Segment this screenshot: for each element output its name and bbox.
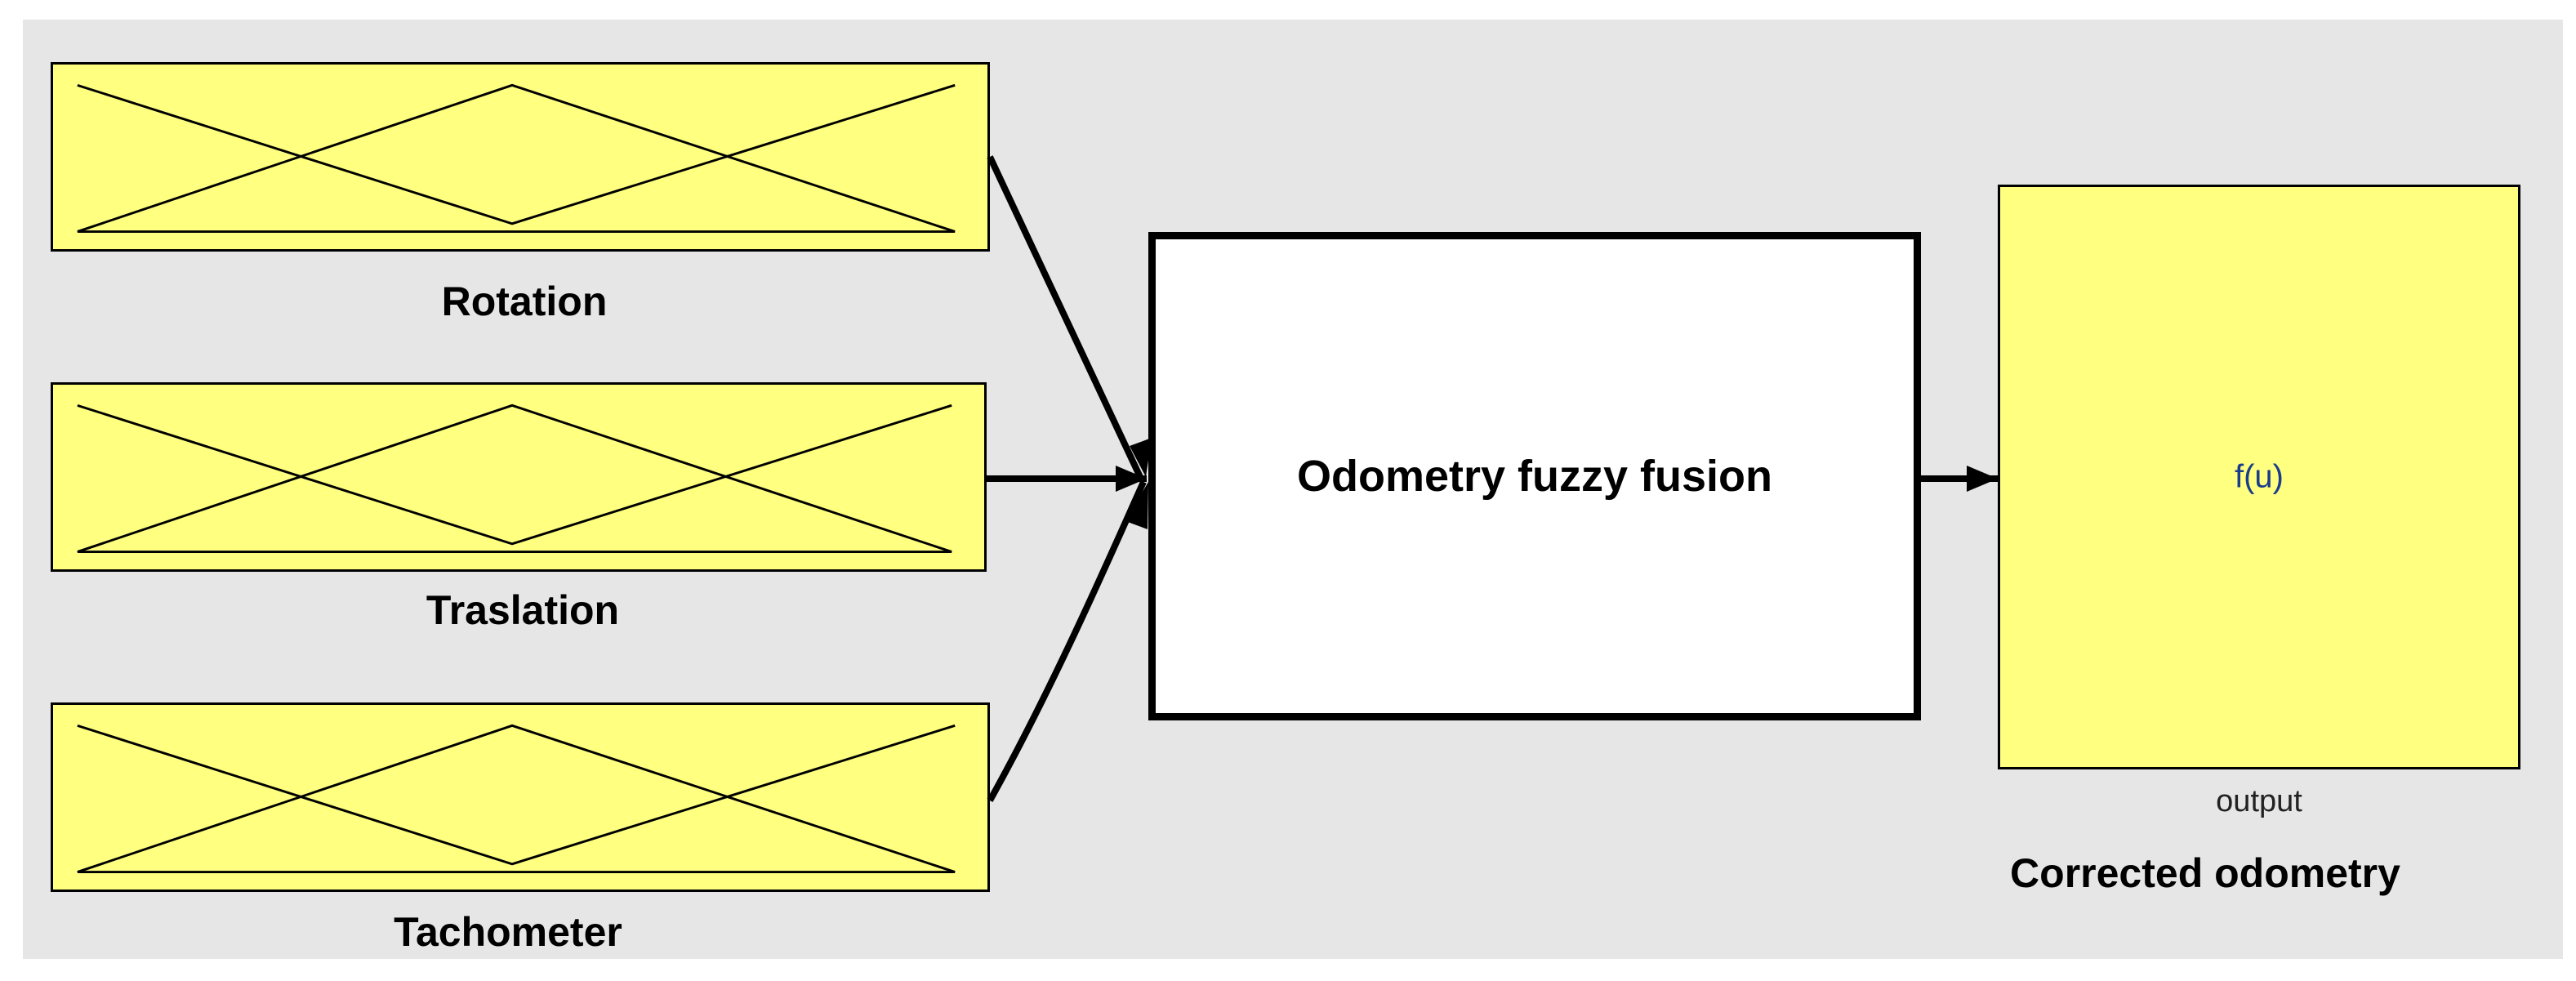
traslation-arrowhead [1116, 466, 1147, 492]
rotation-label: Rotation [441, 279, 608, 324]
output-port-label: output [2216, 784, 2302, 818]
rotation-wire [987, 155, 1143, 479]
membership-functions-icon [77, 83, 956, 234]
traslation-label: Traslation [426, 587, 620, 633]
tachometer-label: Tachometer [394, 909, 622, 955]
tachometer-arrowhead [1125, 482, 1148, 529]
traslation-input-block[interactable] [51, 382, 987, 572]
membership-functions-icon [77, 724, 956, 874]
tachometer-wire [987, 480, 1147, 802]
rotation-input-block[interactable] [51, 62, 990, 252]
fuzzy-fusion-title: Odometry fuzzy fusion [1296, 452, 1773, 501]
output-arrowhead [1967, 466, 1998, 492]
output-function-block[interactable]: f(u) [1998, 185, 2520, 769]
fuzzy-fusion-block[interactable]: Odometry fuzzy fusion [1148, 232, 1921, 720]
tachometer-input-block[interactable] [51, 702, 990, 892]
membership-functions-icon [77, 404, 952, 554]
output-name-label: Corrected odometry [2010, 850, 2400, 896]
output-function-text: f(u) [2235, 458, 2284, 495]
diagram-canvas: Rotation Traslation Tachometer Odometry … [23, 20, 2563, 959]
